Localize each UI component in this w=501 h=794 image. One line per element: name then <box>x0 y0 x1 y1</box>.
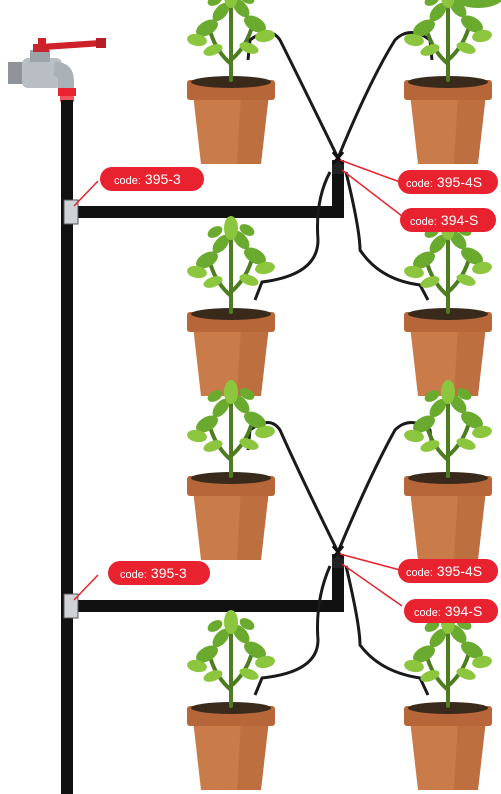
label-top-tee: code:395-3 <box>100 167 204 191</box>
label-bottom-tee: code:395-3 <box>108 561 210 585</box>
water-tap-icon <box>8 38 106 102</box>
svg-text:code:395-4S: code:395-4S <box>406 563 482 579</box>
svg-text:code:394-S: code:394-S <box>414 603 482 619</box>
label-bottom-elbow: code:394-S <box>404 599 498 623</box>
potted-plant-icon <box>184 378 278 562</box>
potted-plant-icon <box>184 214 278 398</box>
svg-text:code:395-3: code:395-3 <box>114 171 181 187</box>
partial-leaf-icon <box>453 0 501 8</box>
potted-plant-icon <box>401 0 495 167</box>
svg-text:code:395-4S: code:395-4S <box>406 174 482 190</box>
label-top-elbow: code:394-S <box>400 208 496 232</box>
label-bottom-cross: code:395-4S <box>398 559 498 583</box>
potted-plant-icon <box>401 214 495 398</box>
potted-plant-icon <box>401 608 495 792</box>
potted-plant-icon <box>184 0 278 167</box>
potted-plant-icon <box>401 378 495 562</box>
svg-text:code:395-3: code:395-3 <box>120 565 187 581</box>
label-top-cross: code:395-4S <box>398 170 498 194</box>
svg-text:code:394-S: code:394-S <box>410 212 478 228</box>
leader-lines <box>73 159 403 607</box>
potted-plant-icon <box>184 608 278 792</box>
